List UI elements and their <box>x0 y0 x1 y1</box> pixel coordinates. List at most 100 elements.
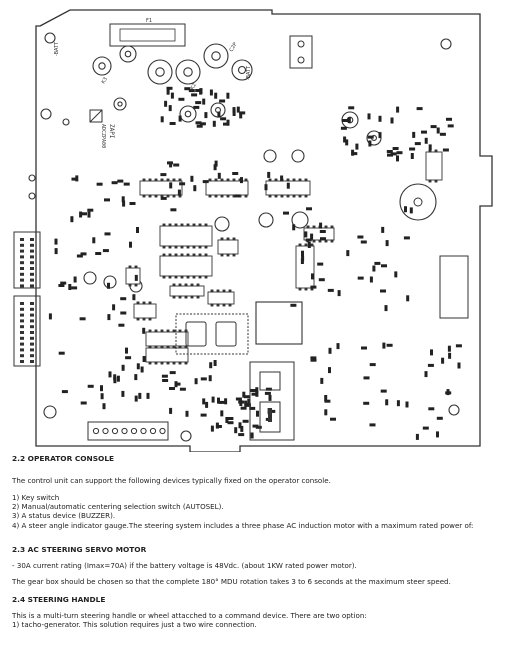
smd-component <box>387 153 393 157</box>
smd-component <box>195 89 202 92</box>
smd-component <box>244 395 250 399</box>
smd-component <box>239 400 243 406</box>
smd-component <box>415 433 419 440</box>
smd-component <box>240 425 244 432</box>
ic-pin <box>154 178 158 182</box>
smd-component <box>73 276 77 283</box>
smd-component <box>223 122 229 126</box>
zapi-code-text: ADCZPA00 <box>100 124 106 148</box>
smd-component <box>255 425 262 429</box>
smd-component <box>347 117 351 124</box>
ic-pin <box>134 283 138 287</box>
smd-component <box>252 424 259 428</box>
smd-component <box>168 105 172 112</box>
ic-pin <box>268 178 272 182</box>
ic-pin <box>304 194 308 198</box>
smd-component <box>129 202 136 205</box>
mounting-hole <box>28 174 36 182</box>
smd-component <box>48 313 52 320</box>
capacitor-core <box>237 65 247 75</box>
smd-component <box>255 390 259 397</box>
smd-component <box>385 399 389 406</box>
ic-pin <box>226 194 230 198</box>
smd-component <box>380 389 387 393</box>
ic-chip <box>169 285 205 297</box>
smd-component <box>188 89 195 93</box>
smd-component <box>232 110 236 116</box>
smd-component <box>235 397 242 401</box>
trimmer-right <box>399 183 437 221</box>
ic-pin <box>142 317 146 321</box>
ic-pin <box>142 301 146 305</box>
smd-component <box>392 147 399 150</box>
ic-pin <box>184 295 188 299</box>
smd-component <box>292 224 296 231</box>
ic-chip <box>217 239 239 255</box>
smd-component <box>403 236 410 240</box>
smd-component <box>310 356 317 360</box>
smd-component <box>224 398 228 405</box>
ic-pin <box>166 194 170 198</box>
smd-component <box>79 211 83 218</box>
smd-component <box>134 274 138 281</box>
smd-component <box>436 127 440 134</box>
smd-component <box>441 357 445 364</box>
smd-component <box>112 304 116 311</box>
smd-component <box>363 401 370 405</box>
ic-chip <box>425 151 443 181</box>
steering-handle-body: This is a multi-turn steering handle or … <box>12 611 498 629</box>
connector-pin <box>20 284 24 288</box>
smd-component <box>102 403 106 410</box>
smd-component <box>214 160 218 167</box>
power-module-2 <box>255 301 303 345</box>
ic-pin <box>292 178 296 182</box>
smd-component <box>205 401 209 408</box>
capacitor <box>179 105 197 123</box>
smd-component <box>430 125 437 129</box>
smd-component <box>111 181 118 185</box>
smd-component <box>240 406 247 410</box>
smd-component <box>134 395 138 402</box>
ic-pin <box>180 223 184 227</box>
ic-pin <box>180 245 184 249</box>
capacitor <box>147 59 173 85</box>
smd-component <box>368 140 372 147</box>
smd-component <box>457 362 461 369</box>
smd-component <box>324 409 328 416</box>
smd-component <box>125 347 128 354</box>
connector-pin <box>92 427 100 435</box>
smd-component <box>96 182 103 186</box>
ic-chip <box>159 225 213 247</box>
connector-pin <box>30 272 34 276</box>
connector-pin <box>111 427 119 435</box>
smd-component <box>113 377 117 384</box>
smd-component <box>238 433 245 437</box>
ic-pin <box>204 253 208 257</box>
mounting-hole <box>40 108 52 120</box>
smd-component <box>345 139 349 146</box>
connector-pin <box>30 302 34 305</box>
smd-component <box>406 295 410 302</box>
ic-pin <box>304 243 308 247</box>
ic-pin <box>226 237 230 241</box>
smd-component <box>384 305 388 312</box>
smd-component <box>310 285 317 289</box>
smd-component <box>80 252 87 256</box>
ic-pin <box>166 329 170 333</box>
ic-pin <box>184 345 188 349</box>
smd-component <box>247 398 251 405</box>
ic-pin <box>148 194 152 198</box>
ic-pin <box>166 178 170 182</box>
smd-component <box>348 106 355 110</box>
capacitor <box>175 59 201 85</box>
smd-component <box>337 290 341 297</box>
connector-pin <box>30 331 34 334</box>
connector-pin <box>30 278 34 282</box>
connector-pin <box>140 427 147 435</box>
ic-pin <box>244 194 248 198</box>
smd-component <box>219 99 226 103</box>
smd-component <box>317 262 324 266</box>
ic-pin <box>186 245 190 249</box>
connector-pin <box>30 336 34 340</box>
smd-component <box>121 364 125 371</box>
